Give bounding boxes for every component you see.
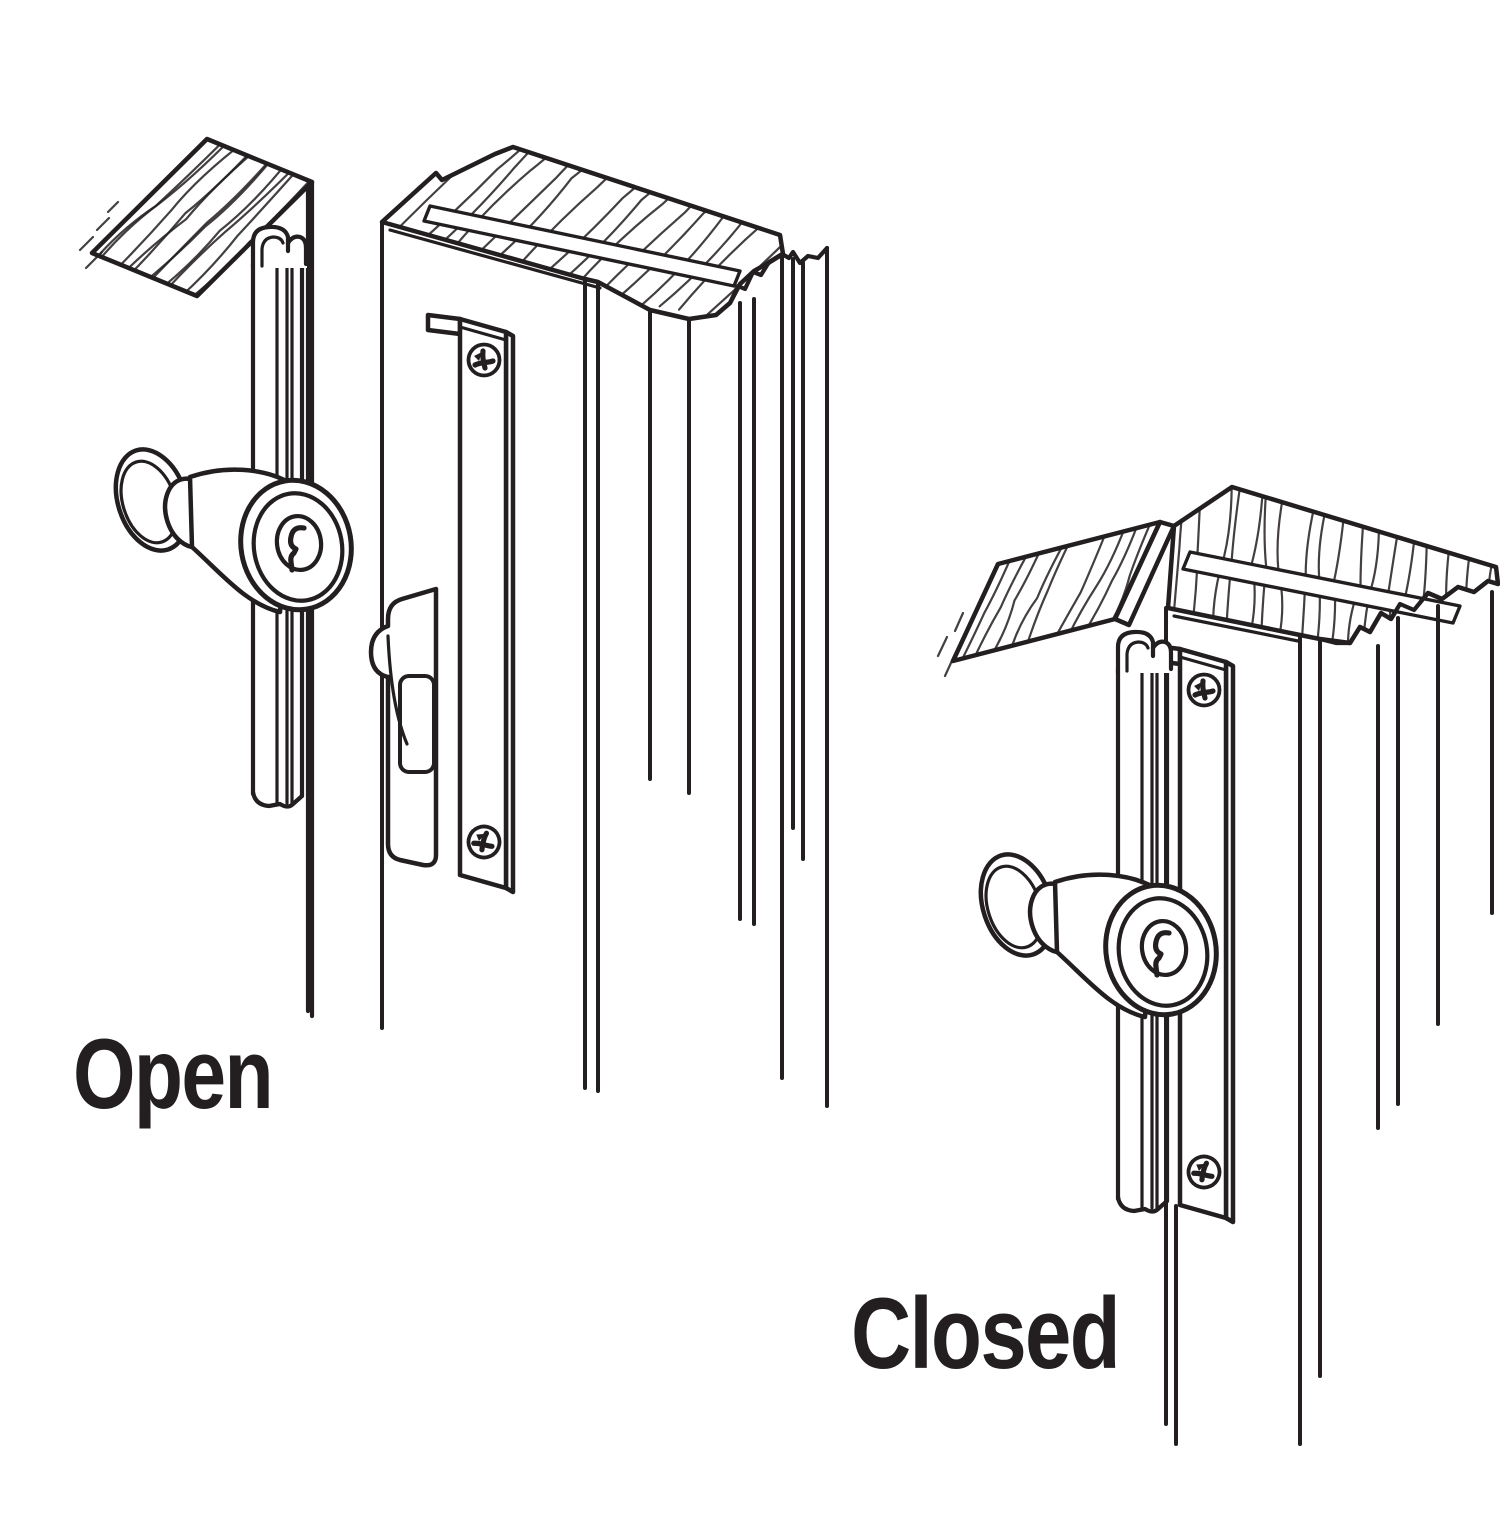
closed-state-illustration: Closed [851, 484, 1500, 1446]
wood-grain-line [1064, 523, 1128, 643]
wood-grain-line [1049, 527, 1109, 648]
wood-grain-line [556, 147, 741, 287]
wood-grain-ticks [78, 200, 120, 270]
open-state-label: Open [73, 1018, 272, 1129]
wood-grain-line [1474, 524, 1498, 643]
jamb-lip-line [1172, 614, 1300, 643]
wood-grain-line [1211, 487, 1233, 634]
jamb-edge-lines [380, 220, 829, 1108]
wood-grain-line [1458, 520, 1477, 643]
wood-grain-line [640, 147, 783, 306]
wood-grain-line [971, 544, 1034, 661]
jamb-lip-line [388, 228, 602, 290]
jamb-groove [1181, 550, 1462, 625]
jamb-groove [422, 204, 742, 288]
wood-grain [92, 139, 312, 296]
wood-grain-line [106, 139, 248, 280]
broken-edge [1317, 578, 1500, 646]
wood-grain-line [1008, 535, 1070, 655]
wood-grain-line [134, 152, 278, 291]
wood-grain [956, 522, 1157, 661]
wood-grain-line [1024, 526, 1078, 650]
wood-grain-line [1081, 522, 1142, 637]
wood-grain-line [121, 140, 261, 283]
lock-instruction-diagram: Open Closed [40, 16, 1500, 1516]
wood-grain-line [171, 158, 308, 296]
open-state-illustration: Open [73, 136, 830, 1129]
closed-state-label: Closed [851, 1278, 1119, 1390]
wood-grain-line [140, 148, 281, 291]
wood-grain-line [956, 549, 1016, 661]
wood-grain-line [92, 139, 237, 270]
wood-grain-line [702, 147, 783, 319]
wood-grain-line [535, 147, 716, 282]
wood-grain-line [1247, 487, 1265, 642]
wood-grain-line [988, 537, 1047, 659]
wood-grain-line [151, 155, 293, 296]
door-jamb-wood-top [379, 144, 786, 322]
wood-grain-line [179, 167, 312, 296]
wood-grain-line [159, 159, 303, 296]
latch-keeper [368, 586, 439, 868]
diagram-canvas: Open Closed [73, 136, 1500, 1446]
wood-grain-ticks [936, 611, 965, 678]
